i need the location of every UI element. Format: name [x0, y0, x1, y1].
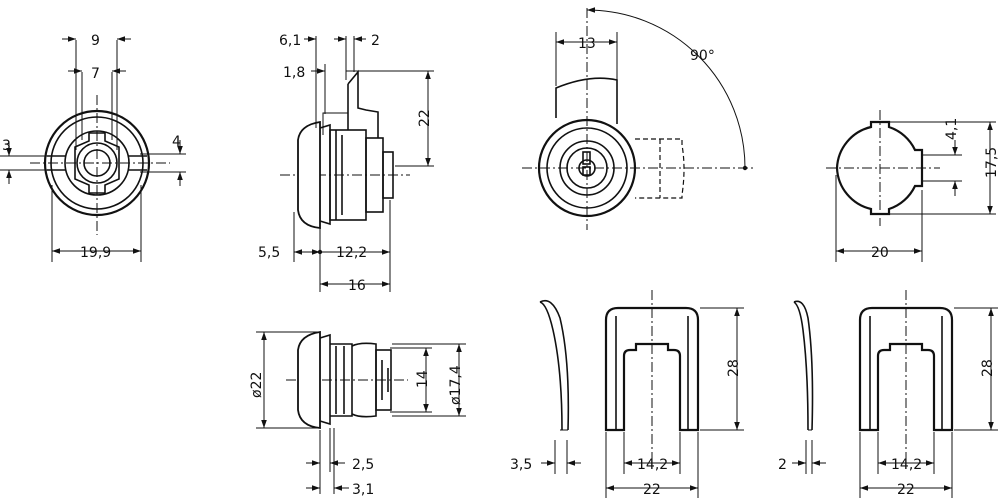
dim-clip1-height: 28: [726, 359, 742, 377]
dim-side-bottom-a: 5,5: [258, 245, 280, 261]
clip-2-view: [792, 290, 998, 498]
dim-clip2-height: 28: [980, 359, 996, 377]
dim-section-bottom-a: 2,5: [352, 457, 374, 473]
dim-clip2-inner: 14,2: [891, 457, 922, 473]
dim-cam-height-total: 17,5: [984, 147, 1000, 178]
dim-cam-height-small: 4,1: [944, 118, 960, 140]
dim-clip1-inner: 14,2: [637, 457, 668, 473]
dim-side-bottom-b: 12,2: [336, 245, 367, 261]
clip-1-view: [539, 290, 744, 498]
dim-front-top-inner: 7: [91, 66, 100, 82]
dim-clip1-thickness: 3,5: [510, 457, 532, 473]
dim-clip2-width: 22: [897, 482, 915, 498]
dim-side-height: 22: [417, 109, 433, 127]
dim-lock-angle: 90°: [690, 48, 715, 64]
dim-clip1-width: 22: [643, 482, 661, 498]
dim-clip2-thickness: 2: [778, 457, 787, 473]
dim-front-bottom: 19,9: [80, 245, 111, 261]
front-view: [0, 36, 186, 262]
side-view: [280, 36, 434, 292]
dim-side-left-small: 1,8: [283, 65, 305, 81]
section-view: [256, 330, 466, 494]
dim-front-top-outer: 9: [91, 33, 100, 49]
dim-section-dia-body: ø17,4: [448, 365, 464, 405]
dim-lock-width: 13: [578, 36, 596, 52]
cam-view: [826, 110, 996, 262]
dim-section-dia-outer: ø22: [249, 372, 265, 398]
dim-side-top-a: 6,1: [279, 33, 301, 49]
dim-front-right: 4: [172, 134, 181, 150]
dim-side-top-b: 2: [371, 33, 380, 49]
dim-cam-width: 20: [871, 245, 889, 261]
dim-section-bottom-b: 3,1: [352, 482, 374, 498]
lock-front-view: [522, 7, 755, 230]
dim-section-inner: 14: [415, 370, 431, 388]
dim-side-bottom-total: 16: [348, 278, 366, 294]
dim-front-left: 3: [2, 138, 11, 154]
